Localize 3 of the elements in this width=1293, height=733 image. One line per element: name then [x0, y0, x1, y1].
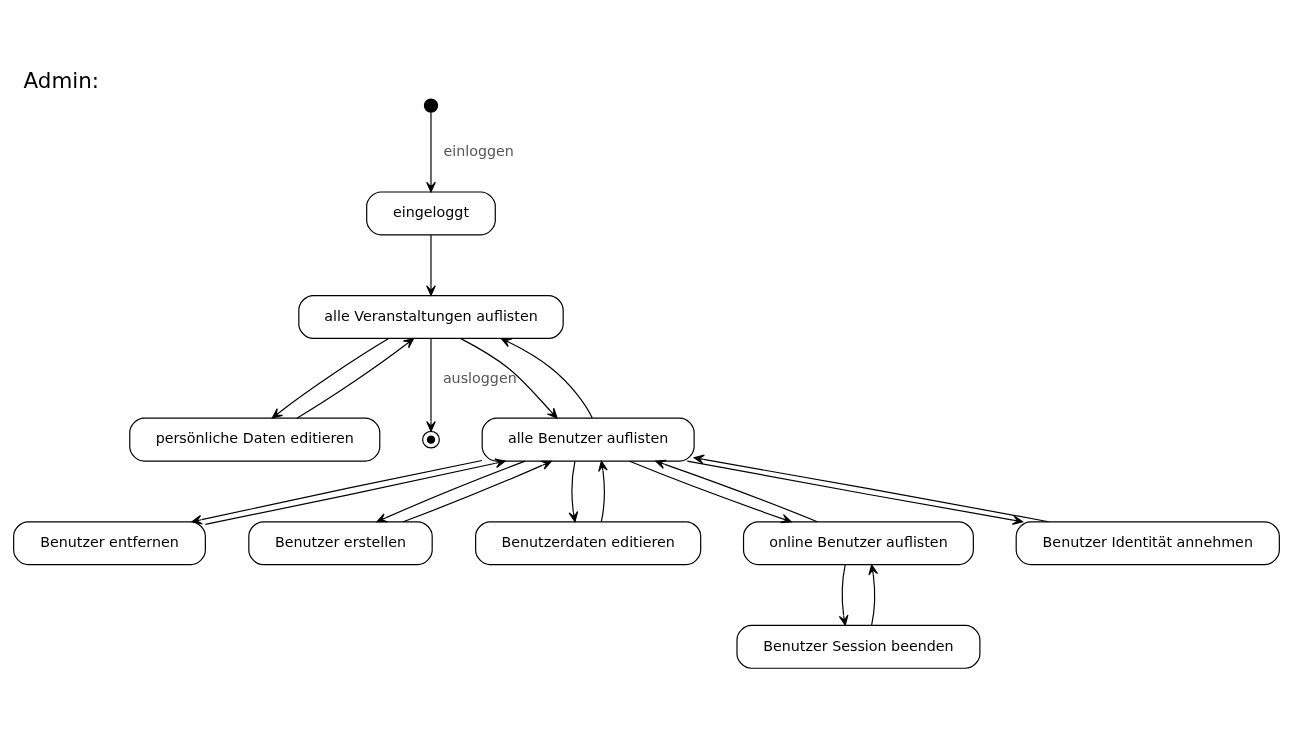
edge-label: einloggen	[443, 142, 514, 159]
edge-label: ausloggen	[442, 369, 517, 386]
diagram-title: Admin:	[23, 67, 100, 93]
